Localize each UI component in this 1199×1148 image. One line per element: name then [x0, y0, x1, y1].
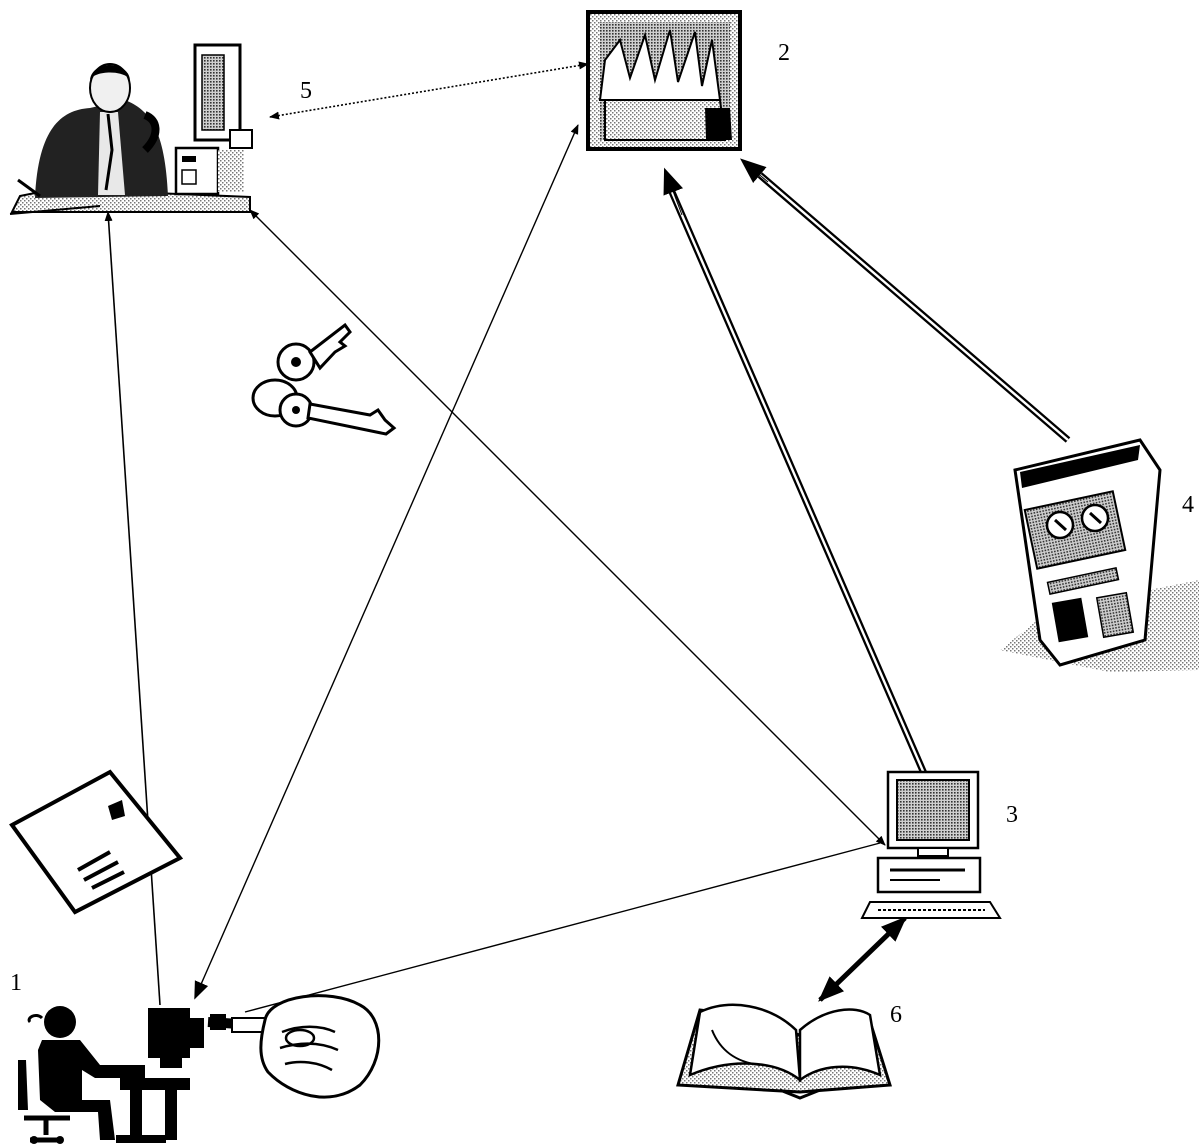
connection-3-to-6-bold — [818, 916, 907, 1002]
open-book-icon — [676, 1003, 892, 1100]
server-machine-icon — [1000, 438, 1199, 672]
connection-3-to-2-double — [663, 167, 956, 840]
connection-5-to-3 — [249, 209, 886, 846]
node-label-4: 4 — [1182, 492, 1194, 518]
key-pair-icon — [251, 322, 397, 436]
node-label-6: 6 — [890, 1002, 902, 1028]
connection-1-to-2 — [194, 124, 579, 1000]
node-label-5: 5 — [300, 78, 312, 104]
user-at-workstation-icon — [18, 1006, 204, 1144]
connection-4-to-2-double — [740, 158, 1071, 443]
hand-with-key-icon — [207, 994, 381, 1099]
registry-book-icon — [586, 10, 742, 151]
connection-5-to-2-dotted — [269, 61, 589, 120]
node-label-2: 2 — [778, 40, 790, 66]
connections — [104, 61, 1071, 1013]
manager-at-desk-icon — [9, 43, 253, 215]
node-label-1: 1 — [10, 970, 22, 996]
node-label-3: 3 — [1006, 802, 1018, 828]
connection-3-to-1 — [244, 842, 881, 1013]
desktop-computer-icon — [860, 770, 1002, 919]
document-icon — [9, 769, 184, 915]
